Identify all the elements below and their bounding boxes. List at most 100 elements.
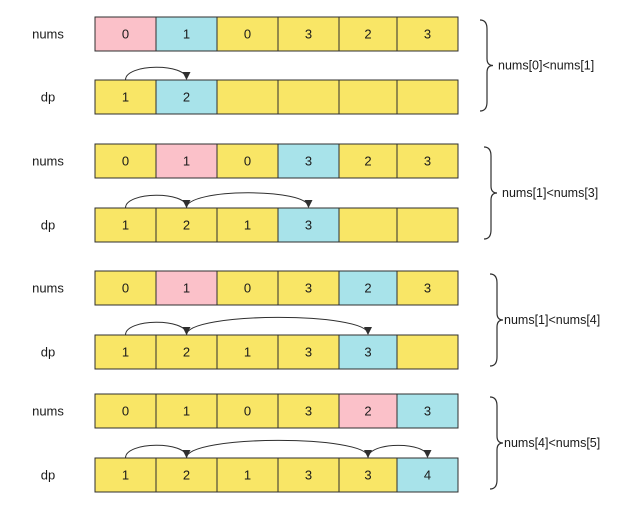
nums-cell-value: 2 [364, 404, 371, 419]
dp-cell [216, 334, 279, 370]
nums-cell-value: 2 [364, 154, 371, 169]
dp-cell [277, 79, 340, 115]
nums-cell-value: 0 [244, 281, 251, 296]
dp-transition-arrow [125, 194, 191, 209]
dp-row-label: dp [41, 218, 55, 233]
dp-transition-arrow [367, 444, 432, 459]
dp-transition-arrow [186, 439, 372, 459]
dp-cell [277, 207, 340, 243]
dp-cell [216, 457, 279, 493]
nums-cell [277, 143, 340, 179]
dp-transition-arrow [125, 444, 191, 459]
nums-cell [338, 143, 398, 179]
dp-cell-value: 3 [364, 468, 371, 483]
nums-cell [338, 270, 398, 306]
right-brace [479, 19, 494, 112]
dp-cell [94, 334, 157, 370]
nums-cell [155, 16, 218, 52]
nums-cell [277, 270, 340, 306]
nums-row-label: nums [32, 404, 64, 419]
dp-row-label: dp [41, 90, 55, 105]
nums-cell-value: 0 [244, 154, 251, 169]
nums-cell-value: 1 [183, 281, 190, 296]
dp-cell [338, 334, 398, 370]
dp-cell [338, 79, 398, 115]
dp-cell-value: 3 [305, 468, 312, 483]
dp-cell-value: 1 [244, 345, 251, 360]
nums-cell-value: 2 [364, 27, 371, 42]
dp-transition-arrow [186, 316, 372, 336]
nums-cell-value: 3 [424, 154, 431, 169]
nums-row-label: nums [32, 154, 64, 169]
right-brace [483, 146, 498, 240]
nums-cell [396, 143, 459, 179]
dp-cell-value: 3 [305, 345, 312, 360]
right-brace [489, 273, 504, 367]
dp-transition-arrow [125, 321, 191, 336]
comparison-annotation: nums[1]<nums[4] [504, 313, 600, 327]
nums-cell [216, 16, 279, 52]
nums-cell [155, 143, 218, 179]
dp-cell [94, 457, 157, 493]
dp-cell [338, 207, 398, 243]
nums-row-label: nums [32, 281, 64, 296]
nums-cell-value: 0 [122, 154, 129, 169]
nums-cell-value: 3 [305, 404, 312, 419]
nums-cell [396, 16, 459, 52]
dp-cell-value: 2 [183, 90, 190, 105]
nums-cell [216, 270, 279, 306]
nums-cell-value: 3 [424, 404, 431, 419]
dp-cell [396, 334, 459, 370]
nums-cell [94, 143, 157, 179]
nums-cell [155, 393, 218, 429]
nums-cell [338, 16, 398, 52]
nums-cell-value: 0 [244, 404, 251, 419]
nums-cell [155, 270, 218, 306]
nums-cell-value: 3 [424, 27, 431, 42]
dp-cell-value: 1 [244, 468, 251, 483]
comparison-annotation: nums[0]<nums[1] [498, 59, 594, 73]
dp-cell [396, 457, 459, 493]
nums-cell-value: 0 [122, 281, 129, 296]
nums-row-label: nums [32, 27, 64, 42]
step-panel: nums dp 0 1 0 3 2 3 1 2 nums[0]<nums[1] [32, 16, 594, 115]
dp-cell-value: 3 [364, 345, 371, 360]
nums-cell-value: 3 [305, 281, 312, 296]
nums-cell [338, 393, 398, 429]
nums-cell-value: 1 [183, 27, 190, 42]
comparison-annotation: nums[1]<nums[3] [502, 186, 598, 200]
dp-cell [94, 79, 157, 115]
dp-cell [216, 79, 279, 115]
dp-cell [396, 207, 459, 243]
right-brace [489, 396, 504, 490]
dp-cell [155, 79, 218, 115]
dp-cell-value: 4 [424, 468, 431, 483]
nums-cell [94, 270, 157, 306]
dp-cell [277, 334, 340, 370]
nums-cell-value: 3 [305, 154, 312, 169]
dp-cell [277, 457, 340, 493]
dp-cell-value: 1 [122, 345, 129, 360]
dp-cell [396, 79, 459, 115]
dp-row-label: dp [41, 345, 55, 360]
dp-cell-value: 3 [305, 218, 312, 233]
dp-cell [216, 207, 279, 243]
nums-cell [396, 270, 459, 306]
dp-cell-value: 1 [122, 468, 129, 483]
nums-cell [94, 16, 157, 52]
comparison-annotation: nums[4]<nums[5] [504, 436, 600, 450]
dp-cell-value: 1 [122, 90, 129, 105]
nums-cell-value: 0 [122, 27, 129, 42]
dp-row-label: dp [41, 468, 55, 483]
nums-cell-value: 3 [305, 27, 312, 42]
nums-cell-value: 0 [244, 27, 251, 42]
nums-cell-value: 1 [183, 404, 190, 419]
nums-cell-value: 3 [424, 281, 431, 296]
dp-cell-value: 1 [122, 218, 129, 233]
nums-cell-value: 0 [122, 404, 129, 419]
dp-transition-arrow [125, 66, 191, 81]
dp-cell [155, 207, 218, 243]
